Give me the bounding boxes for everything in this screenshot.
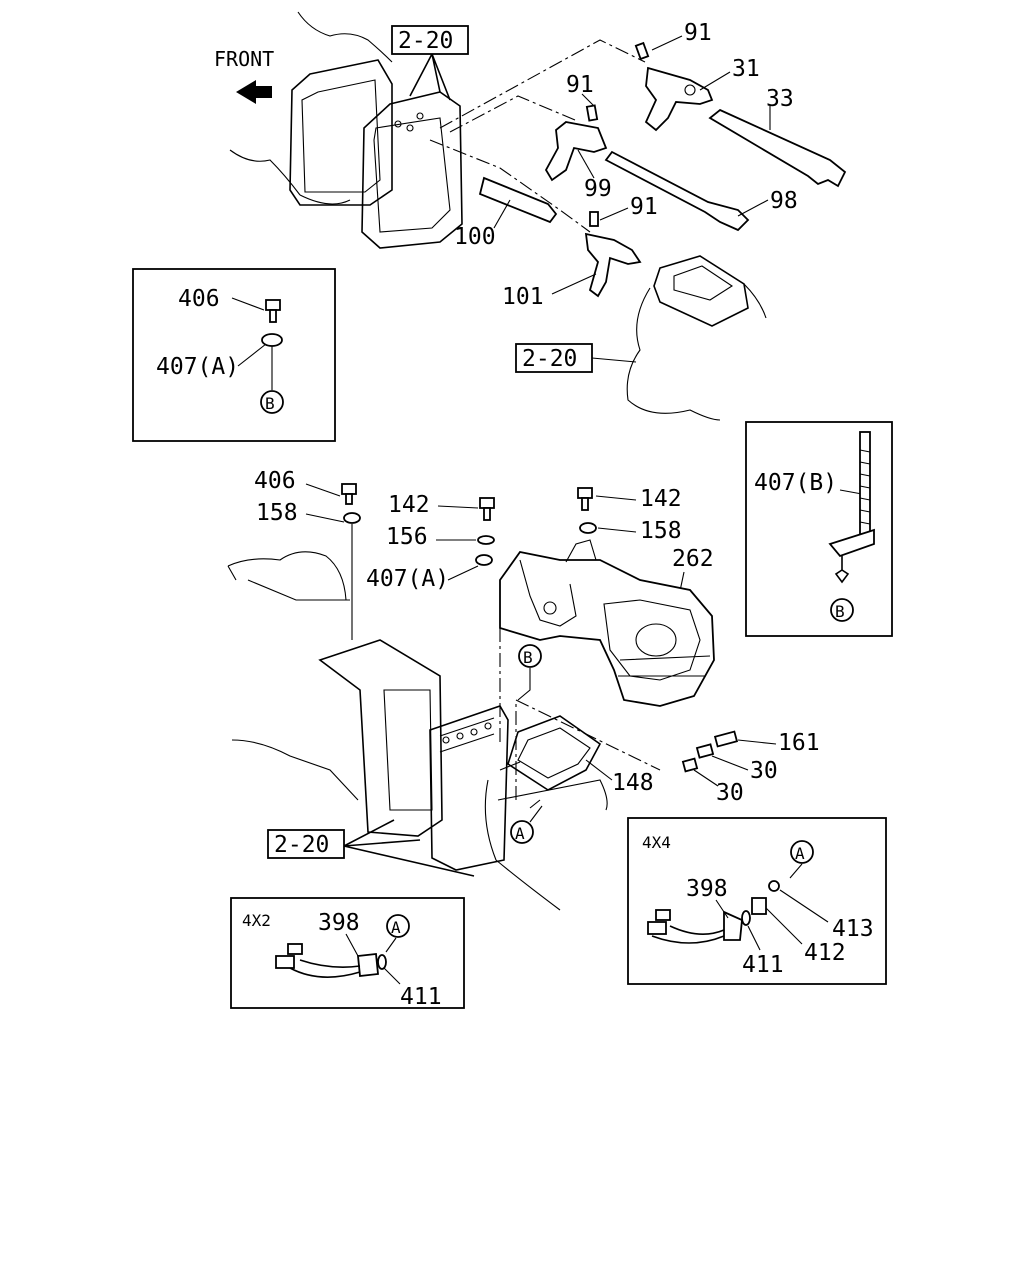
marker-b-2 [518, 644, 542, 668]
marker-b-1 [260, 390, 284, 414]
clip-407a-inset [261, 333, 283, 347]
callout-142b: 142 [640, 486, 682, 512]
svg-text:B: B [835, 602, 845, 621]
marker-b-3 [830, 598, 854, 622]
callout-30b: 30 [716, 780, 744, 806]
callout-33: 33 [766, 86, 794, 112]
marker-a-3 [386, 914, 410, 938]
inset-callout-407a: 407(A) [156, 354, 239, 380]
callout-142a: 142 [388, 492, 430, 518]
part-30b [681, 757, 699, 773]
marker-a-2 [790, 840, 814, 864]
inset-407b: 407(B) B [745, 421, 893, 637]
ref-box-top: 2-20 [391, 25, 469, 101]
variant-4x2-label: 4X2 [242, 911, 271, 930]
callout-406: 406 [254, 468, 296, 494]
pin-91c [589, 211, 599, 227]
callout-91c: 91 [630, 194, 658, 220]
gasket-148: 148 [497, 715, 654, 811]
callout-413: 413 [832, 916, 874, 942]
callouts-middle: 406 158 142 156 407(A) 142 158 262 [254, 468, 714, 640]
ref-box-bottom: 2-20 [267, 819, 475, 877]
shift-rails [429, 39, 847, 298]
callout-156: 156 [386, 524, 428, 550]
svg-text:B: B [265, 394, 275, 413]
svg-text:A: A [515, 824, 525, 843]
transmission-case-lower [227, 551, 561, 911]
front-arrow-icon [236, 80, 272, 104]
part-30a [695, 743, 715, 759]
callout-411-4x2: 411 [400, 984, 442, 1010]
shift-fork-99 [544, 121, 608, 182]
callouts-top: 91 31 33 91 99 98 91 100 101 [454, 20, 798, 310]
callout-91a: 91 [684, 20, 712, 46]
clip-407a [475, 554, 493, 566]
bolt-406 [341, 483, 357, 495]
callout-100: 100 [454, 224, 496, 250]
ref-box-right: 2-20 [515, 343, 637, 373]
shift-rail-100 [478, 176, 558, 224]
washer-411-4x4 [741, 910, 751, 926]
svg-text:B: B [523, 648, 533, 667]
callout-91b: 91 [566, 72, 594, 98]
clip-158a [343, 512, 361, 524]
bolt-142a [479, 497, 495, 509]
clip-158b [579, 522, 597, 534]
callouts-161-30: 161 30 30 [681, 730, 820, 806]
marker-a-1 [510, 820, 534, 844]
switch-398-4x2 [357, 953, 379, 977]
callout-31: 31 [732, 56, 760, 82]
shift-tower-262 [499, 539, 715, 707]
inset-406-407a: 406 407(A) B [132, 268, 336, 442]
marker-b-2-group: B [518, 644, 542, 668]
pin-91b [585, 104, 599, 122]
callout-262: 262 [672, 546, 714, 572]
callout-407a: 407(A) [366, 566, 449, 592]
variant-4x4-label: 4X4 [642, 833, 671, 852]
front-label: FRONT [214, 47, 274, 71]
bolt-142b [577, 487, 593, 499]
ref-label-right: 2-20 [522, 346, 577, 372]
shift-fork-31 [644, 66, 714, 132]
washer-156 [477, 535, 495, 545]
callout-407b: 407(B) [754, 470, 837, 496]
callout-158a: 158 [256, 500, 298, 526]
callout-148: 148 [612, 770, 654, 796]
callout-158b: 158 [640, 518, 682, 544]
callout-161: 161 [778, 730, 820, 756]
callout-412: 412 [804, 940, 846, 966]
bolt-406-inset [265, 299, 281, 311]
shift-rail-33 [708, 108, 847, 188]
transmission-case-upper [229, 11, 463, 249]
callout-101: 101 [502, 284, 544, 310]
callout-99: 99 [584, 176, 612, 202]
svg-text:A: A [795, 844, 805, 863]
callout-30a: 30 [750, 758, 778, 784]
ref-label-top: 2-20 [398, 28, 453, 54]
middle-guides [499, 628, 661, 800]
pin-91a [634, 41, 650, 61]
callout-398-4x4: 398 [686, 876, 728, 902]
shift-fork-101 [584, 232, 642, 298]
ref-label-bottom: 2-20 [274, 832, 329, 858]
inset-callout-406: 406 [178, 286, 220, 312]
part-161 [713, 730, 739, 748]
callout-98: 98 [770, 188, 798, 214]
ball-413 [768, 880, 780, 892]
inset-4x4: 4X4 A 398 411 412 413 [627, 817, 887, 985]
callout-398-4x2: 398 [318, 910, 360, 936]
part-412 [751, 897, 767, 915]
front-indicator: FRONT [214, 47, 274, 104]
callout-411-4x4: 411 [742, 952, 784, 978]
washer-411-4x2 [377, 954, 387, 970]
svg-text:A: A [391, 918, 401, 937]
transmission-case-right [626, 255, 767, 421]
inset-4x2: 4X2 398 A 411 [230, 897, 465, 1010]
shift-rail-98 [604, 150, 750, 232]
marker-a-1-group: A [510, 805, 543, 844]
